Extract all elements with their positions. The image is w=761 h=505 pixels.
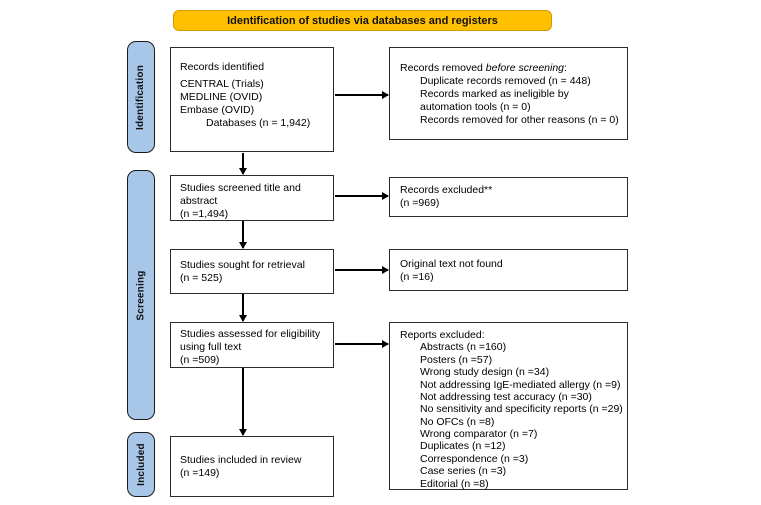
records-excluded-count: (n =969) xyxy=(400,197,440,210)
arrow-retrieval-to-eligibility xyxy=(239,294,246,322)
studies-retrieval-count: (n = 525) xyxy=(180,272,223,285)
box-studies-screened: Studies screened title and abstract (n =… xyxy=(170,175,334,221)
banner-title: Identification of studies via databases … xyxy=(173,10,552,31)
box-studies-eligibility: Studies assessed for eligibility using f… xyxy=(170,322,334,368)
records-excluded-label: Records excluded** xyxy=(400,184,493,196)
arrow-identified-to-screened xyxy=(239,153,246,175)
reports-item-accuracy: Not addressing test accuracy (n =30) xyxy=(420,390,592,403)
text-not-found-label: Original text not found xyxy=(400,258,503,270)
text-not-found-count: (n =16) xyxy=(400,271,434,284)
arrow-screened-to-excluded xyxy=(335,192,389,199)
source-central: CENTRAL (Trials) xyxy=(180,78,264,91)
databases-count: Databases (n = 1,942) xyxy=(206,117,311,130)
stage-identification-label: Identification xyxy=(135,64,147,130)
removed-item-automation: Records marked as ineligible by automati… xyxy=(420,88,569,114)
records-removed-title-prefix: Records removed xyxy=(400,62,486,74)
reports-item-duplicates: Duplicates (n =12) xyxy=(420,440,506,453)
stage-screening: Screening xyxy=(127,170,155,420)
studies-screened-label: Studies screened title and abstract xyxy=(180,182,301,208)
stage-included-label: Included xyxy=(135,443,147,486)
reports-item-posters: Posters (n =57) xyxy=(420,353,493,366)
box-studies-included: Studies included in review (n =149) xyxy=(170,436,334,497)
studies-eligibility-count: (n =509) xyxy=(180,354,220,367)
removed-item-other: Records removed for other reasons (n = 0… xyxy=(420,114,619,127)
records-removed-title-suffix: : xyxy=(564,62,567,74)
reports-item-editorial: Editorial (n =8) xyxy=(420,477,489,490)
records-identified-title: Records identified xyxy=(180,61,265,73)
reports-item-correspondence: Correspondence (n =3) xyxy=(420,452,529,465)
reports-item-case-series: Case series (n =3) xyxy=(420,465,507,478)
source-medline: MEDLINE (OVID) xyxy=(180,91,263,104)
box-text-not-found: Original text not found (n =16) xyxy=(389,249,628,291)
reports-item-comparator: Wrong comparator (n =7) xyxy=(420,428,538,440)
box-studies-retrieval: Studies sought for retrieval (n = 525) xyxy=(170,249,334,294)
box-records-identified: Records identified CENTRAL (Trials) MEDL… xyxy=(170,47,334,152)
reports-item-wrong-design: Wrong study design (n =34) xyxy=(420,366,550,379)
stage-identification: Identification xyxy=(127,41,155,153)
arrow-retrieval-to-not-found xyxy=(335,266,389,273)
arrow-eligibility-to-included xyxy=(239,368,246,436)
box-records-removed: Records removed before screening: Duplic… xyxy=(389,47,628,140)
reports-item-ige: Not addressing IgE-mediated allergy (n =… xyxy=(420,378,621,391)
studies-included-count: (n =149) xyxy=(180,467,220,480)
arrow-eligibility-to-reports-excluded xyxy=(335,340,389,347)
reports-item-sensitivity: No sensitivity and specificity reports (… xyxy=(420,403,623,416)
box-reports-excluded: Reports excluded: Abstracts (n =160) Pos… xyxy=(389,322,628,490)
reports-item-ofcs: No OFCs (n =8) xyxy=(420,415,495,428)
arrow-screened-to-retrieval xyxy=(239,221,246,249)
removed-item-duplicates: Duplicate records removed (n = 448) xyxy=(420,75,591,88)
studies-included-label: Studies included in review xyxy=(180,454,302,466)
arrow-identified-to-removed xyxy=(335,91,389,98)
studies-retrieval-label: Studies sought for retrieval xyxy=(180,259,305,271)
box-records-excluded: Records excluded** (n =969) xyxy=(389,177,628,217)
source-embase: Embase (OVID) xyxy=(180,104,255,117)
stage-screening-label: Screening xyxy=(135,269,147,321)
reports-item-abstracts: Abstracts (n =160) xyxy=(420,341,507,354)
studies-screened-count: (n =1,494) xyxy=(180,208,229,221)
reports-excluded-title: Reports excluded: xyxy=(400,329,485,341)
records-removed-title: Records removed before screening: xyxy=(400,62,623,75)
stage-included: Included xyxy=(127,432,155,497)
records-removed-title-italic: before screening xyxy=(485,62,565,74)
studies-eligibility-label: Studies assessed for eligibility using f… xyxy=(180,328,321,354)
